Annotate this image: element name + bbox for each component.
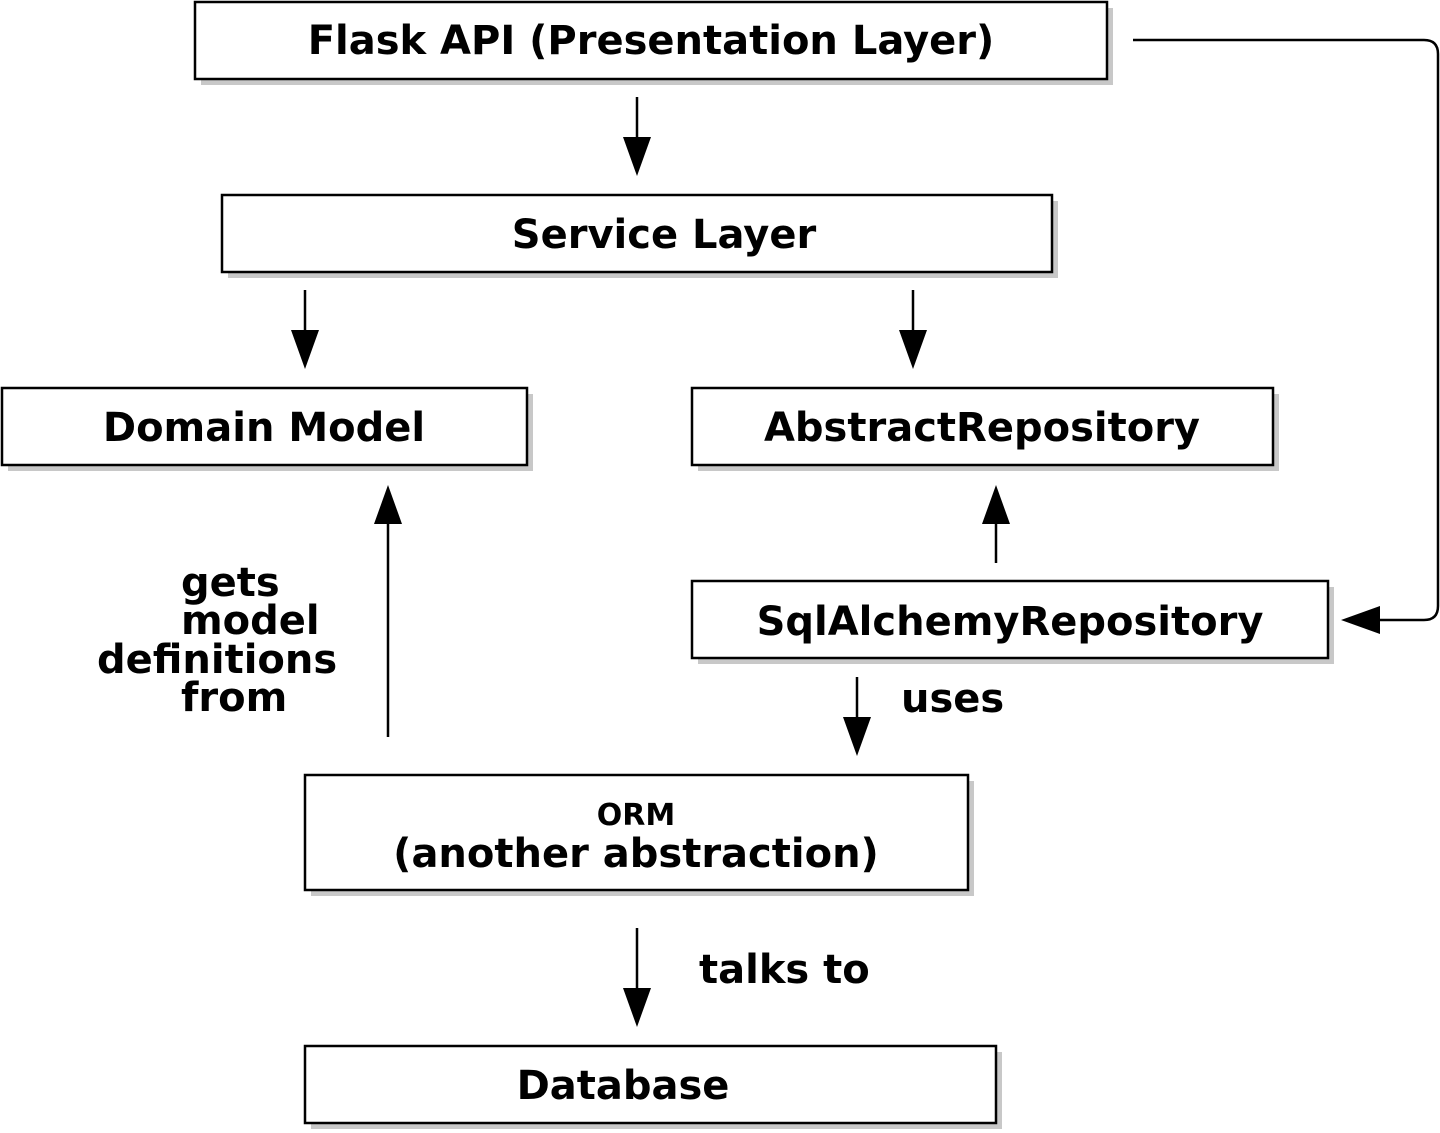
edge-orm-to-domain (374, 485, 402, 737)
domain-model-label: Domain Model (103, 405, 425, 451)
edge-label-line: definitions (97, 637, 337, 683)
database-label: Database (517, 1063, 730, 1109)
orm-subtitle-label: (another abstraction) (393, 831, 879, 877)
flask-api-label: Flask API (Presentation Layer) (308, 18, 995, 64)
node-abstract-repository: AbstractRepository (690, 386, 1279, 471)
edge-sqlalchemy-to-orm (843, 677, 871, 756)
arrowhead-icon (374, 485, 402, 524)
edge-label-line: from (181, 675, 287, 721)
arrowhead-icon (1341, 606, 1380, 634)
arrowhead-icon (899, 330, 927, 369)
edge-orm-to-database (623, 928, 651, 1027)
node-sqlalchemy-repository: SqlAlchemyRepository (690, 579, 1334, 664)
node-flask-api: Flask API (Presentation Layer) (193, 0, 1113, 85)
edge-service-to-domain (291, 290, 319, 369)
arrowhead-icon (982, 485, 1010, 524)
node-domain-model: Domain Model (0, 386, 533, 471)
abstract-repository-label: AbstractRepository (764, 405, 1200, 451)
node-orm: ORM (another abstraction) (303, 773, 974, 896)
edge-flask-to-sqlalchemy (1133, 38, 1440, 634)
arrowhead-icon (623, 137, 651, 176)
arrowhead-icon (843, 717, 871, 756)
arrowhead-icon (623, 988, 651, 1027)
label-gets-model-definitions-from: gets model definitions from (97, 560, 337, 721)
edge-label-line: model (181, 598, 320, 644)
orm-title-label: ORM (597, 798, 675, 833)
sqlalchemy-repository-label: SqlAlchemyRepository (757, 599, 1264, 645)
arrowhead-icon (291, 330, 319, 369)
edge-label-line: gets (181, 560, 280, 606)
label-uses: uses (901, 676, 1004, 722)
edge-flask-to-service (623, 97, 651, 176)
edge-service-to-abstract-repo (899, 290, 927, 369)
service-layer-label: Service Layer (512, 212, 817, 258)
node-service-layer: Service Layer (220, 193, 1058, 278)
node-database: Database (303, 1044, 1002, 1129)
edge-sqlalchemy-to-abstract-repo (982, 485, 1010, 563)
label-talks-to: talks to (699, 947, 870, 993)
